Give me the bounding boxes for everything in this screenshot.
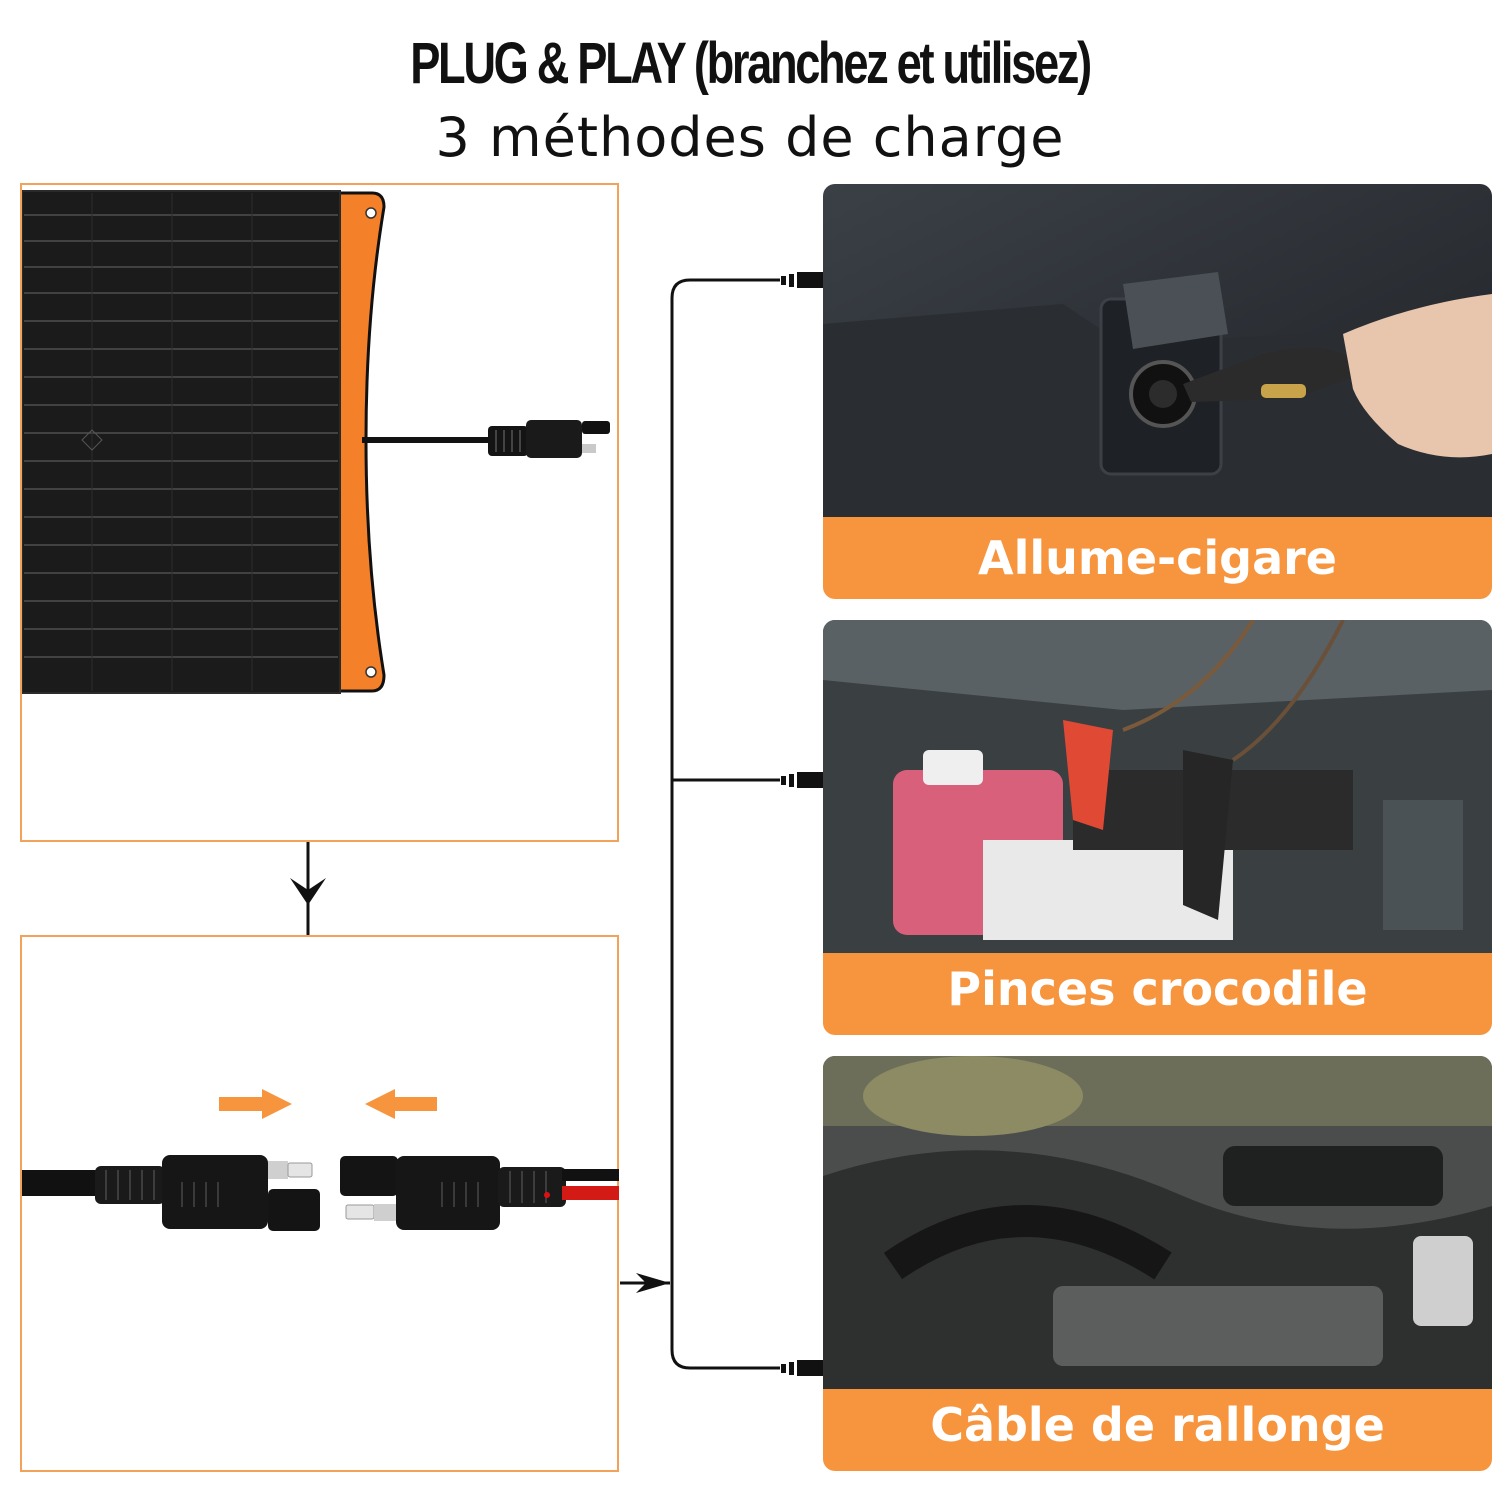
alligator-clips-photo — [823, 620, 1492, 955]
plug-end-icon — [781, 272, 823, 288]
method-label: Pinces crocodile — [823, 953, 1492, 1035]
page-subtitle: 3 méthodes de charge — [435, 106, 1065, 169]
push-arrow-right-icon — [219, 1089, 292, 1119]
plug-end-icon — [781, 772, 823, 788]
method-card-alligator-clips: Pinces crocodile — [823, 620, 1492, 1035]
plug-end-icon — [781, 1360, 823, 1376]
push-arrow-left-icon — [365, 1089, 437, 1119]
engine-bay-photo — [823, 1056, 1492, 1391]
method-label: Allume-cigare — [823, 517, 1492, 599]
sae-connector-box — [20, 935, 619, 1472]
arrow-down-icon — [290, 878, 326, 905]
arrow-right-icon — [636, 1273, 670, 1293]
solar-panel-image — [21, 190, 610, 694]
solar-panel-box — [20, 183, 619, 842]
method-label: Câble de rallonge — [823, 1389, 1492, 1471]
method-card-cigarette-lighter: Allume-cigare — [823, 184, 1492, 599]
page-title: PLUG & PLAY (branchez et utilisez) — [410, 31, 1092, 96]
sae-connector-image — [22, 1089, 619, 1231]
cigarette-lighter-photo — [823, 184, 1492, 519]
method-card-extension-cable: Câble de rallonge — [823, 1056, 1492, 1471]
